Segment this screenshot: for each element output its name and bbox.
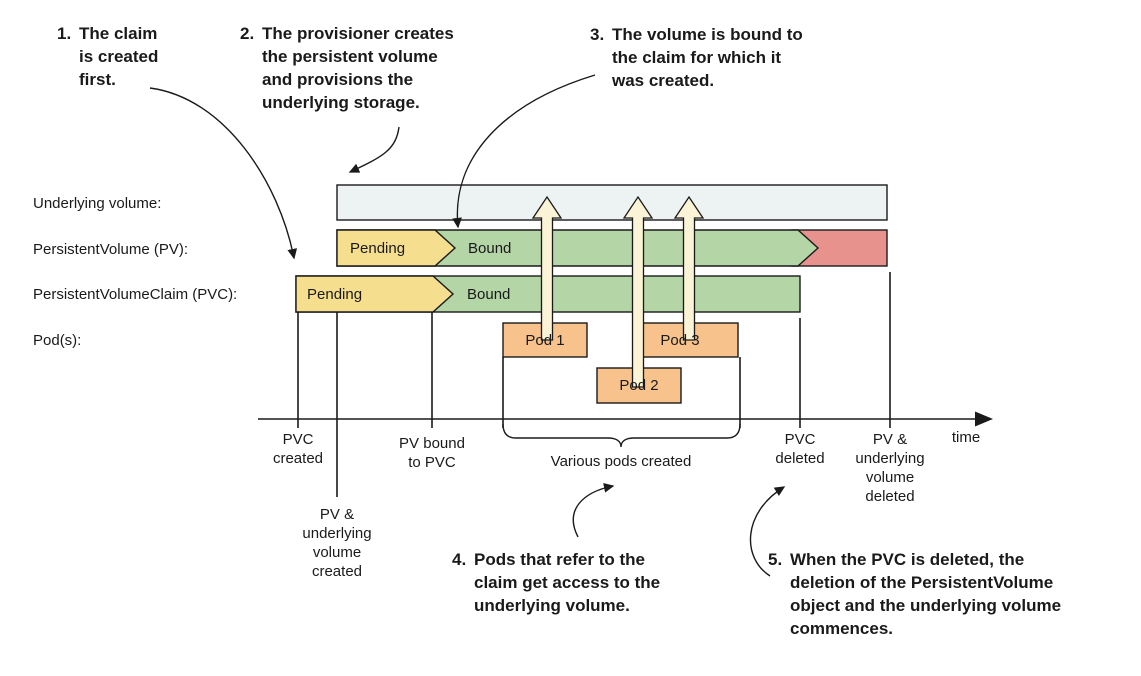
axis-label-time: time: [951, 429, 981, 446]
axis-label-pv-bound-to-pvc: PV bound to PVC: [399, 435, 465, 471]
pvc-pending-label: Pending: [307, 286, 363, 303]
annotation-4-text: Pods that refer to the claim get access …: [474, 550, 661, 615]
annotation-4-number: 4.: [452, 550, 467, 569]
annotation-3-text: The volume is bound to the claim for whi…: [612, 25, 803, 90]
pod1-label: Pod 1: [525, 331, 565, 349]
annotation-1-number: 1.: [57, 24, 72, 43]
annotation-1-text: The claim is created first.: [79, 24, 159, 89]
pod3-access-arrow-icon: [673, 195, 705, 341]
axis-label-pvc-deleted: PVC deleted: [775, 431, 825, 467]
axis-label-pv-uv-deleted: PV & underlying volume deleted: [855, 431, 925, 505]
annotation5-arrow-icon: [749, 486, 786, 577]
row-label-persistent-volume: PersistentVolume (PV):: [33, 241, 189, 258]
pod2-label: Pod 2: [619, 377, 659, 394]
annotation-2-number: 2.: [240, 24, 255, 43]
row-label-persistent-volume-claim: PersistentVolumeClaim (PVC):: [33, 286, 238, 303]
pvc-bound-label: Bound: [467, 286, 511, 303]
annotation-2-text: The provisioner creates the persistent v…: [262, 24, 454, 112]
row-label-underlying-volume: Underlying volume:: [33, 195, 162, 212]
axis-label-pvc-created: PVC created: [272, 431, 324, 467]
pod2-access-arrow-icon: [622, 195, 654, 388]
annotation4-arrow-icon: [572, 482, 615, 538]
pv-pending-label: Pending: [350, 240, 406, 257]
annotation-5: 5. When the PVC is deleted, the deletion…: [768, 548, 1061, 640]
annotation-1: 1. The claim is created first.: [57, 22, 158, 91]
pvc-pending-segment: [295, 275, 455, 313]
pv-pending-segment: [336, 229, 457, 267]
various-pods-brace-icon: [502, 423, 741, 448]
annotation3-arrow-icon: [452, 74, 596, 229]
annotation-3-number: 3.: [590, 25, 605, 44]
annotation-5-number: 5.: [768, 550, 783, 569]
axis-label-various-pods-created: Various pods created: [550, 453, 692, 470]
row-label-pods: Pod(s):: [33, 332, 82, 349]
underlying-volume-bar: [336, 184, 888, 221]
pv-bound-label: Bound: [468, 240, 512, 257]
time-axis-arrowhead-icon: [975, 411, 993, 427]
annotation2-arrow-icon: [348, 126, 400, 173]
axis-label-pv-uv-created: PV & underlying volume created: [302, 506, 372, 580]
annotation-5-text: When the PVC is deleted, the deletion of…: [790, 550, 1062, 638]
annotation-3: 3. The volume is bound to the claim for …: [590, 23, 803, 92]
pod3-label: Pod 3: [660, 331, 700, 349]
annotation-4: 4. Pods that refer to the claim get acce…: [452, 548, 660, 617]
annotation-2: 2. The provisioner creates the persisten…: [240, 22, 454, 114]
pod1-access-arrow-icon: [531, 195, 563, 341]
annotation1-arrow-icon: [149, 87, 298, 260]
